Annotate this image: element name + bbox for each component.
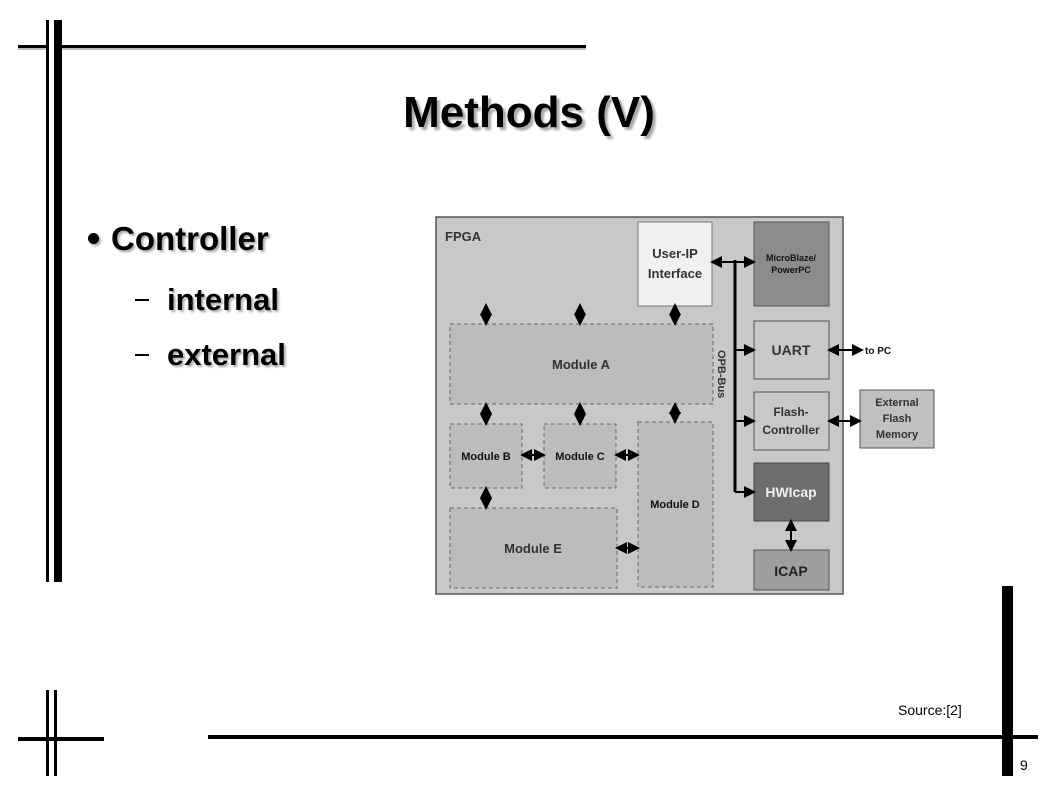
uart-box [753,320,830,380]
frame-line-bottom [208,735,1038,739]
module-a-box [449,323,714,405]
user-ip-label-1: User-IP [652,246,698,261]
module-b-label: Module B [461,451,511,463]
bullet-label: Controller [111,220,269,257]
opb-bus-label: OPB-Bus [715,350,727,398]
module-d-label: Module D [650,499,700,511]
bullet-label: internal [167,282,279,317]
frame-line-left [46,20,54,582]
bullet-label: external [167,337,286,372]
fpga-label: FPGA [445,229,482,244]
fpga-diagram: FPGA User-IP Interface MicroBlaze/ Power… [435,216,935,595]
module-d-box [637,421,714,588]
user-ip-label-2: Interface [648,266,702,281]
microblaze-label-1: MicroBlaze/ [766,253,817,263]
frame-line-top [18,45,586,50]
bullet-dash-icon [135,298,149,301]
bullet-internal: internal [135,282,279,318]
external-flash-label-1: External [875,397,918,409]
external-flash-label-3: Memory [876,429,919,441]
module-e-label: Module E [504,541,562,556]
external-flash-label-2: Flash [883,413,912,425]
frame-line-left-bottom [46,690,49,776]
bullet-dot-icon [88,232,99,244]
microblaze-label-2: PowerPC [771,265,811,275]
page-title: Methods (V) [403,88,655,137]
module-c-label: Module C [555,451,605,463]
flash-controller-label-1: Flash- [773,405,808,419]
bullet-external: external [135,337,286,373]
icap-label: ICAP [774,563,807,579]
to-pc-label: to PC [865,346,891,357]
frame-line-bottom-left [18,737,104,741]
hwicap-label: HWIcap [765,484,816,500]
bullet-dash-icon [135,353,149,356]
flash-controller-box [753,391,830,451]
bullet-controller: Controller [88,220,269,258]
frame-line-right [1002,586,1013,776]
source-citation: Source:[2] [898,702,962,718]
module-a-label: Module A [552,357,611,372]
flash-controller-label-2: Controller [762,423,820,437]
page-number: 9 [1020,757,1028,773]
user-ip-box [637,221,713,307]
hwicap-box [753,462,830,522]
microblaze-box [753,221,830,307]
uart-label: UART [772,342,811,358]
